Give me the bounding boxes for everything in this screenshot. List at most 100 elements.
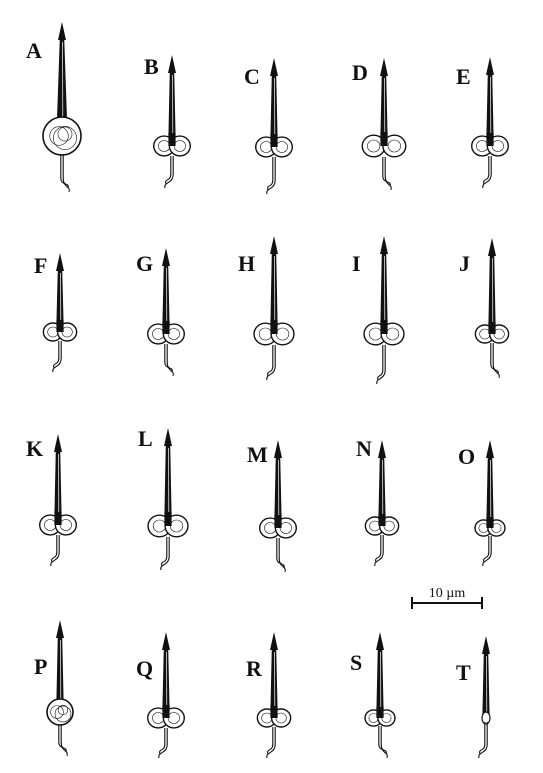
cell-a: A xyxy=(26,22,82,193)
cell-label-d: D xyxy=(352,60,368,85)
cell-shaft xyxy=(162,648,170,709)
cell-j: J xyxy=(459,238,510,379)
cell-c: C xyxy=(244,58,293,195)
cell-shaft xyxy=(488,254,496,326)
scale-bar-label: 10 µm xyxy=(429,586,466,601)
cell-body xyxy=(46,698,74,726)
cell-label-k: K xyxy=(26,436,43,461)
cell-body-texture xyxy=(367,139,381,153)
cell-shaft xyxy=(57,38,67,119)
cell-label-m: M xyxy=(247,442,268,467)
cell-tail-outline xyxy=(492,343,500,379)
cell-body-texture xyxy=(49,126,69,146)
cell-e: E xyxy=(456,57,509,189)
cell-arrow-tip xyxy=(270,58,278,76)
cell-shaft xyxy=(54,450,62,516)
cell-label-t: T xyxy=(456,660,471,685)
cell-arrow-tip xyxy=(488,238,496,256)
cell-shaft-base xyxy=(54,512,62,525)
cell-arrow-tip xyxy=(482,636,490,654)
cell-body xyxy=(481,711,491,725)
cell-tail xyxy=(375,535,382,563)
cell-label-g: G xyxy=(136,251,153,276)
cell-tail xyxy=(267,157,274,191)
cell-shaft xyxy=(168,71,176,137)
cell-arrow-tip xyxy=(164,428,172,446)
cell-m: M xyxy=(247,440,297,573)
cell-tail-outline xyxy=(482,156,492,189)
cell-s: S xyxy=(350,632,396,759)
cell-arrow-tip xyxy=(270,632,278,650)
cell-shaft xyxy=(270,74,278,138)
cell-shaft xyxy=(376,648,384,711)
cell-tail-outline xyxy=(380,726,388,759)
scale-bar: 10 µm xyxy=(411,586,483,609)
cell-tail xyxy=(161,537,168,567)
cell-tail xyxy=(267,345,274,377)
cell-tail-outline xyxy=(160,537,170,571)
cell-g: G xyxy=(136,248,185,377)
cell-body-texture xyxy=(53,126,77,150)
cell-label-b: B xyxy=(144,54,159,79)
cell-arrow-tip xyxy=(54,434,62,452)
cell-shaft-base xyxy=(486,517,494,528)
cell-label-s: S xyxy=(350,650,362,675)
cell-tail-outline xyxy=(166,344,174,377)
cell-t: T xyxy=(456,636,491,759)
cell-tail xyxy=(483,156,490,185)
cell-tail-outline xyxy=(384,157,392,191)
cell-arrow-tip xyxy=(58,22,66,40)
cell-o: O xyxy=(458,440,506,567)
cell-tail xyxy=(165,156,172,185)
cell-label-c: C xyxy=(244,64,260,89)
cell-label-n: N xyxy=(356,436,372,461)
cell-p: P xyxy=(34,620,74,757)
cell-shaft xyxy=(270,252,278,324)
cell-shaft-base xyxy=(486,133,494,146)
cell-shaft-base xyxy=(380,132,388,146)
cell-f: F xyxy=(34,253,78,373)
cell-shaft xyxy=(482,652,490,715)
cell-shaft-base xyxy=(376,707,384,718)
cell-tail xyxy=(377,345,384,381)
cell-arrow-tip xyxy=(162,632,170,650)
cell-label-j: J xyxy=(459,251,470,276)
cell-tail xyxy=(479,722,486,755)
cell-tail xyxy=(51,535,58,563)
cell-shaft xyxy=(378,456,386,518)
cell-shaft-base xyxy=(164,512,172,526)
cell-shaft-base xyxy=(488,322,496,334)
cell-i: I xyxy=(352,236,405,385)
cell-shaft-base xyxy=(162,321,170,334)
cell-shaft-base xyxy=(380,320,388,334)
cell-label-a: A xyxy=(26,38,42,63)
cell-arrow-tip xyxy=(56,620,64,638)
cell-arrow-tip xyxy=(380,236,388,254)
cell-arrow-tip xyxy=(168,55,176,73)
cell-body xyxy=(42,116,82,156)
cell-shaft xyxy=(270,648,278,710)
cell-label-q: Q xyxy=(136,656,153,681)
cell-label-o: O xyxy=(458,444,475,469)
cell-arrow-tip xyxy=(486,57,494,75)
cell-tail-outline xyxy=(266,727,276,759)
cell-tail-outline xyxy=(164,156,174,189)
cell-tail-outline xyxy=(278,538,286,573)
cell-tail-outline xyxy=(478,722,488,759)
cell-tail-outline xyxy=(482,536,492,567)
cell-tail-outline xyxy=(50,535,60,567)
cell-tail-outline xyxy=(266,157,276,195)
cell-shaft-base xyxy=(378,514,386,526)
cell-shaft-base xyxy=(270,706,278,718)
cell-shaft xyxy=(164,444,172,516)
cell-tail xyxy=(267,727,274,755)
cell-label-f: F xyxy=(34,253,47,278)
cell-body-texture xyxy=(387,139,401,153)
cell-shaft xyxy=(162,264,170,325)
cell-shaft-base xyxy=(56,320,64,332)
cell-h: H xyxy=(238,236,295,381)
cell-label-e: E xyxy=(456,64,471,89)
